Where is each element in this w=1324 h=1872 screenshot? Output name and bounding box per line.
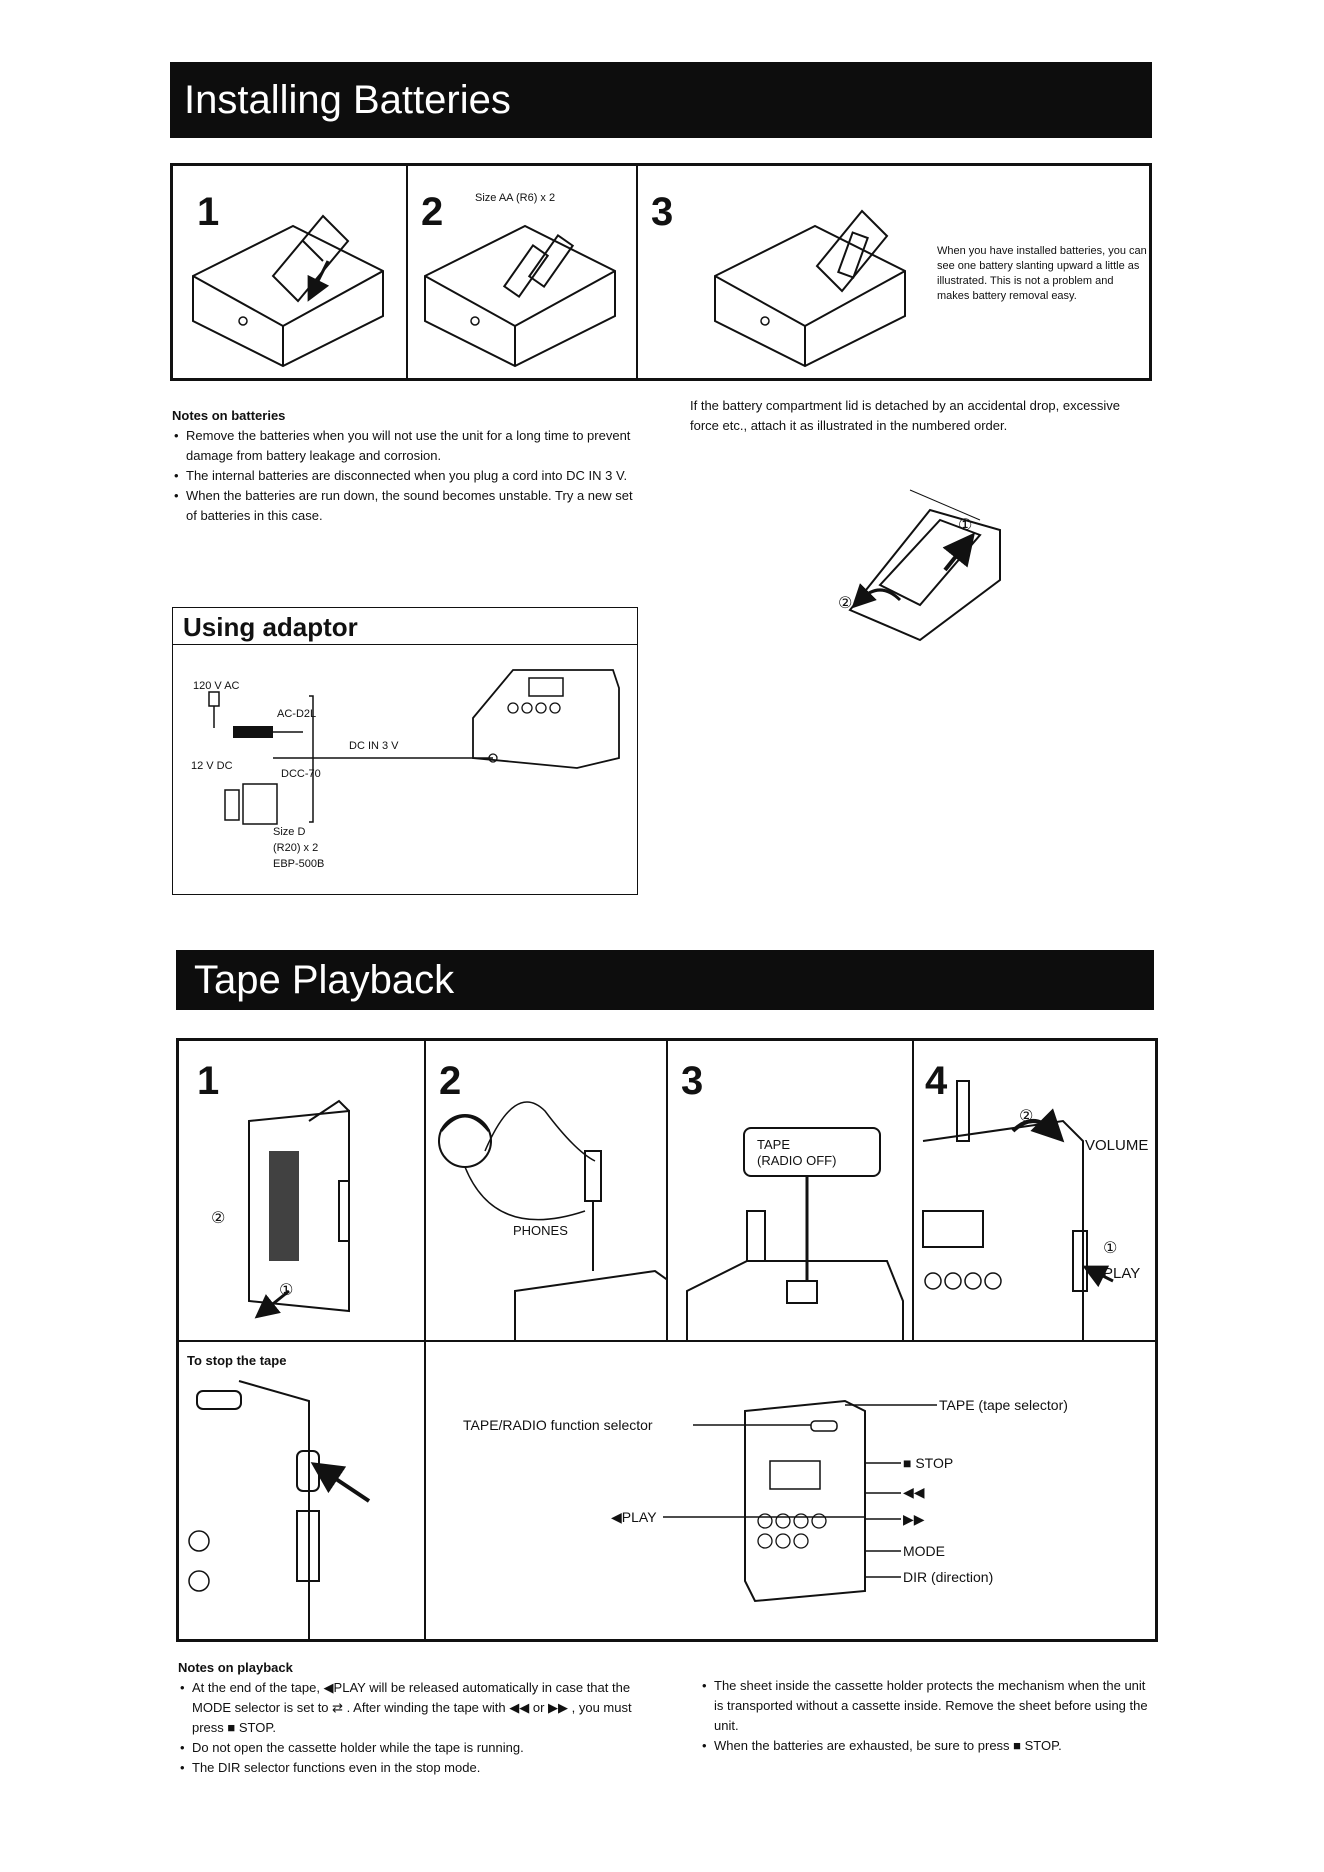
volume-label: VOLUME — [1085, 1137, 1149, 1154]
radio-off-callout-label: (RADIO OFF) — [757, 1152, 837, 1168]
installing-batteries-banner: Installing Batteries — [170, 62, 1152, 138]
adaptor-12v-dc-label: 12 V DC — [191, 760, 233, 772]
unit-controls-illustration — [663, 1399, 937, 1603]
lid-mark-2: ② — [838, 595, 853, 612]
step-number: 3 — [681, 1059, 704, 1103]
device-battery-compartment-illustration — [192, 214, 384, 368]
notes-on-batteries-title: Notes on batteries — [172, 408, 286, 423]
adaptor-connection-diagram — [208, 669, 620, 825]
playback-step-2: 2 PHONES — [424, 1040, 668, 1342]
step4-mark-2: ② — [1019, 1108, 1034, 1125]
playback-note-item: When the batteries are exhausted, be sur… — [702, 1736, 1150, 1756]
step-number: 4 — [925, 1059, 948, 1103]
notes-on-playback-title: Notes on playback — [178, 1660, 293, 1675]
stop-tape-cell: To stop the tape — [178, 1340, 426, 1640]
installed-batteries-illustration — [714, 209, 906, 368]
stop-control-label: ■ STOP — [903, 1455, 954, 1471]
step-number: 2 — [439, 1059, 462, 1103]
tape-playback-banner: Tape Playback — [176, 950, 1154, 1010]
playback-note-item: The sheet inside the cassette holder pro… — [702, 1676, 1150, 1736]
installing-batteries-title: Installing Batteries — [184, 78, 511, 122]
play-label: PLAY — [1103, 1265, 1141, 1282]
inserting-batteries-illustration — [424, 224, 616, 368]
mode-control-label: MODE — [903, 1543, 945, 1559]
tape-radio-selector-label: TAPE/RADIO function selector — [463, 1417, 653, 1433]
battery-step-1: 1 — [172, 165, 408, 379]
notes-on-playback: Notes on playback At the end of the tape… — [178, 1658, 638, 1778]
step-number: 1 — [197, 1059, 220, 1103]
step-number: 1 — [197, 190, 220, 234]
tape-selector-label: TAPE (tape selector) — [939, 1397, 1068, 1413]
step4-mark-1: ① — [1103, 1240, 1118, 1257]
adaptor-size-label: Size D — [273, 826, 306, 838]
dir-control-label: DIR (direction) — [903, 1569, 994, 1585]
open-cassette-holder-illustration — [248, 1099, 350, 1319]
adaptor-ebp-label: EBP-500B — [273, 858, 325, 870]
step1-mark-2: ② — [211, 1210, 226, 1227]
playback-step-3: 3 TAPE (RADIO OFF) — [666, 1040, 914, 1342]
battery-note-item: The internal batteries are disconnected … — [174, 466, 642, 486]
phones-label: PHONES — [513, 1223, 568, 1238]
tape-callout-label: TAPE — [757, 1137, 790, 1152]
installed-batteries-note: When you have installed batteries, you c… — [937, 245, 1147, 302]
stop-button-illustration — [188, 1380, 371, 1639]
rewind-control-label: ◀◀ — [903, 1484, 925, 1500]
step-number: 3 — [651, 190, 674, 234]
controls-diagram-cell: TAPE/RADIO function selector ◀PLAY TAPE … — [424, 1340, 1156, 1640]
step-number: 2 — [421, 190, 444, 234]
battery-size-caption: Size AA (R6) x 2 — [475, 192, 556, 204]
adaptor-size2-label: (R20) x 2 — [273, 842, 319, 854]
using-adaptor-panel: Using adaptor 120 V AC AC-D2L 12 V DC DC… — [172, 607, 638, 895]
playback-panel: 1 ② ① 2 PHONES 3 TAPE (RADIO OFF) — [176, 1038, 1158, 1642]
notes-on-playback-continued: The sheet inside the cassette holder pro… — [700, 1676, 1150, 1756]
battery-step-2: 2 Size AA (R6) x 2 — [406, 165, 638, 379]
headphones-connection-illustration — [438, 1101, 667, 1341]
notes-on-batteries: Notes on batteries Remove the batteries … — [172, 406, 642, 526]
battery-note-item: Remove the batteries when you will not u… — [174, 426, 642, 466]
volume-and-play-illustration — [922, 1080, 1114, 1341]
adaptor-ac-model-label: AC-D2L — [277, 708, 317, 720]
play-control-label: ◀PLAY — [611, 1509, 657, 1525]
battery-lid-reattach-illustration — [848, 489, 1001, 642]
tape-selector-illustration — [686, 1177, 904, 1341]
fast-forward-control-label: ▶▶ — [903, 1511, 925, 1527]
lid-mark-1: ① — [958, 517, 973, 534]
adaptor-dc-in-label: DC IN 3 V — [349, 740, 399, 752]
tape-playback-title: Tape Playback — [194, 958, 455, 1002]
playback-step-4: 4 ② VOLUME ① PLAY — [912, 1040, 1156, 1342]
adaptor-ac-label: 120 V AC — [193, 680, 240, 692]
using-adaptor-title: Using adaptor — [183, 612, 358, 642]
step1-mark-1: ① — [279, 1282, 294, 1299]
stop-tape-title: To stop the tape — [187, 1353, 287, 1368]
battery-lid-note: If the battery compartment lid is detach… — [690, 398, 1120, 433]
adaptor-dcc-label: DCC-70 — [281, 768, 321, 780]
battery-step-3: 3 When you have installed batteries, you… — [636, 165, 1150, 379]
battery-steps-panel: 1 2 Size AA (R6) x 2 3 — [170, 163, 1152, 381]
battery-note-item: When the batteries are run down, the sou… — [174, 486, 642, 526]
tape-radio-off-callout: TAPE (RADIO OFF) — [743, 1127, 881, 1177]
playback-step-1: 1 ② ① — [178, 1040, 426, 1342]
playback-note-item: Do not open the cassette holder while th… — [180, 1738, 638, 1758]
playback-note-item: The DIR selector functions even in the s… — [180, 1758, 638, 1778]
playback-note-item: At the end of the tape, ◀PLAY will be re… — [180, 1678, 638, 1738]
